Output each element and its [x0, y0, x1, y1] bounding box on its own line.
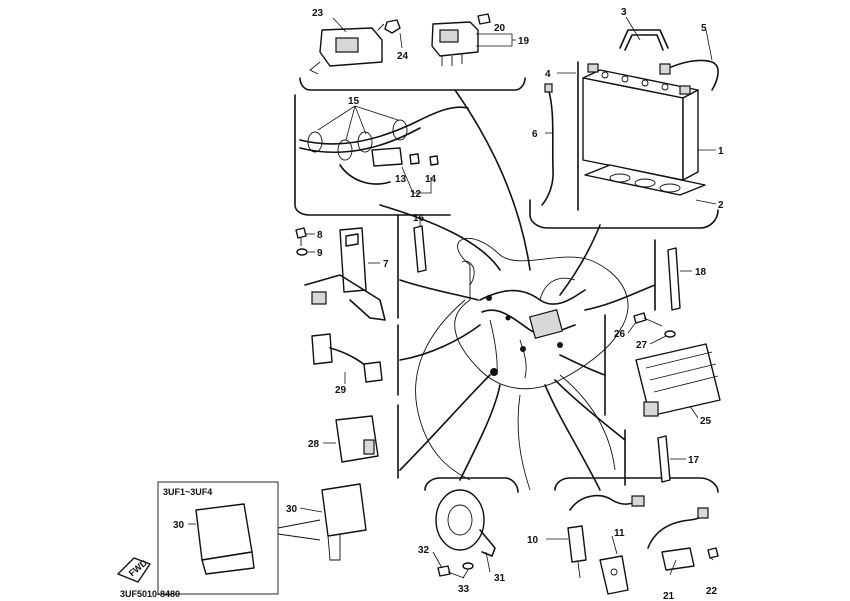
- part-26-bolt: [633, 312, 663, 327]
- part-1-battery: [582, 63, 699, 181]
- part-9-washer: [296, 248, 308, 256]
- callout-25: 25: [700, 416, 712, 427]
- callout-16: 16: [413, 213, 425, 224]
- part-27-washer: [664, 330, 676, 338]
- part-17-band: [657, 435, 671, 483]
- drawing-number: 3UF5010-8480: [120, 589, 180, 599]
- callout-13: 13: [395, 174, 407, 185]
- front-arrow-icon: FWD: [117, 557, 151, 583]
- part-20-relay: [431, 21, 479, 66]
- part-28-relay: [335, 415, 379, 463]
- part-14-fuse: [429, 155, 439, 166]
- part-5-lead: [659, 59, 719, 91]
- callout-labels: 1 2 3 4 5 6 7 8 9 10 11 12 13 14 15 16 1…: [173, 7, 724, 601]
- group-brackets: [294, 77, 719, 493]
- callout-19: 19: [518, 36, 530, 47]
- callout-17: 17: [688, 455, 700, 466]
- leader-lines: [188, 16, 717, 579]
- part-12-fuse-holder: [339, 147, 403, 185]
- callout-21: 21: [663, 591, 675, 601]
- callout-28: 28: [308, 439, 320, 450]
- part-22-screw: [707, 547, 719, 559]
- part-32-bolt: [437, 565, 465, 579]
- callout-3: 3: [621, 7, 627, 18]
- inset-box: [157, 481, 279, 595]
- callout-20: 20: [494, 23, 506, 34]
- part-2-battery-mat: [584, 164, 706, 196]
- callout-24: 24: [397, 51, 409, 62]
- part-25-rectifier-regulator: [635, 343, 721, 417]
- part-21-switch: [647, 507, 709, 571]
- callout-11: 11: [614, 528, 625, 539]
- part-15-clamps: [299, 106, 469, 161]
- frame-outline: [415, 237, 629, 491]
- callout-27: 27: [636, 340, 648, 351]
- callout-18: 18: [695, 267, 707, 278]
- callout-5: 5: [701, 23, 707, 34]
- part-8-screw: [295, 227, 307, 246]
- part-10-stop-switch: [567, 494, 645, 579]
- part-24-nut: [384, 19, 401, 34]
- part-31-horn: [435, 489, 496, 557]
- part-19-20-clips: [477, 13, 491, 25]
- part-30-flasher: [277, 483, 367, 561]
- callout-23: 23: [312, 8, 324, 19]
- callout-29: 29: [335, 385, 347, 396]
- callout-22: 22: [706, 586, 718, 597]
- wire-harness: [461, 260, 586, 379]
- callout-32: 32: [418, 545, 430, 556]
- callout-26: 26: [614, 329, 626, 340]
- part-29-sub-lead: [311, 333, 383, 383]
- part-11-bracket: [599, 555, 629, 595]
- callout-4: 4: [545, 69, 551, 80]
- part-13-fuse: [409, 153, 420, 165]
- inset-label: 3UF1~3UF4: [163, 487, 212, 497]
- callout-2: 2: [718, 200, 724, 211]
- callout-8: 8: [317, 230, 323, 241]
- callout-7: 7: [383, 259, 389, 270]
- callout-30-inset: 30: [173, 520, 185, 531]
- part-23-relay-unit: [309, 23, 385, 75]
- callout-31: 31: [494, 573, 506, 584]
- callout-14: 14: [425, 174, 437, 185]
- part-18-band: [667, 247, 681, 311]
- callout-15: 15: [348, 96, 360, 107]
- callout-10: 10: [527, 535, 539, 546]
- callout-1: 1: [718, 146, 724, 157]
- callout-30-main: 30: [286, 504, 298, 515]
- callout-9: 9: [317, 248, 323, 259]
- callout-12: 12: [410, 189, 422, 200]
- part-7-main-switch: [304, 227, 386, 321]
- part-16-band: [413, 225, 427, 273]
- part-6-minus-lead: [541, 83, 554, 206]
- part-33-washer: [462, 562, 474, 570]
- callout-6: 6: [532, 129, 538, 140]
- callout-33: 33: [458, 584, 470, 595]
- part-3-battery-band: [619, 29, 669, 51]
